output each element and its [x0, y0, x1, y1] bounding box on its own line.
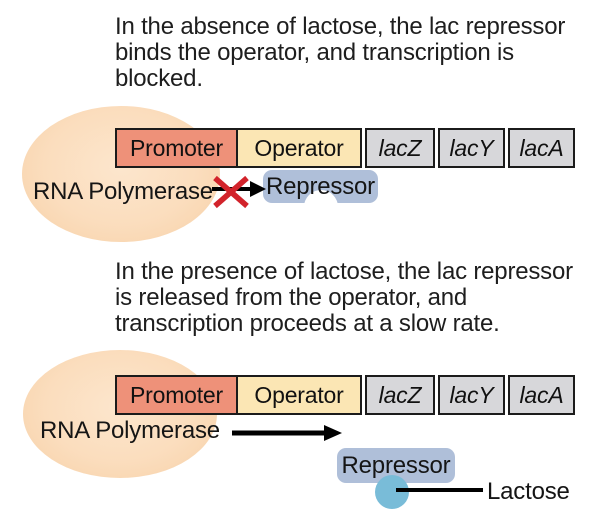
lacy-label: lacY — [449, 134, 494, 161]
caption-line: transcription proceeds at a slow rate. — [115, 310, 500, 337]
promoter-segment: Promoter — [115, 375, 238, 415]
caption-line: binds the operator, and transcription is — [115, 39, 514, 66]
repressor-bound: Repressor — [263, 170, 378, 203]
operator-label: Operator — [254, 134, 344, 161]
laca-gene-segment: lacA — [508, 375, 575, 415]
operator-label: Operator — [254, 381, 344, 408]
laca-gene-segment: lacA — [508, 128, 575, 168]
rna-polymerase-label: RNA Polymerase — [40, 417, 220, 444]
caption-presence: In the presence of lactose, the lac repr… — [115, 259, 573, 337]
rna-polymerase-blob — [22, 106, 220, 242]
lactose-pointer-line — [396, 488, 483, 492]
caption-line: In the presence of lactose, the lac repr… — [115, 258, 573, 285]
blocked-x-icon — [213, 175, 249, 209]
lacz-label: lacZ — [378, 381, 422, 408]
caption-line: blocked. — [115, 65, 203, 92]
operator-segment: Operator — [236, 128, 362, 168]
transcription-arrow-icon — [232, 425, 342, 441]
repressor-binding-notch — [303, 190, 338, 203]
rna-polymerase-label: RNA Polymerase — [33, 178, 213, 205]
lactose-label: Lactose — [487, 478, 570, 505]
caption-absence: In the absence of lactose, the lac repre… — [115, 14, 565, 92]
caption-line: is released from the operator, and — [115, 284, 468, 311]
caption-line: In the absence of lactose, the lac repre… — [115, 13, 566, 40]
laca-label: lacA — [519, 381, 564, 408]
lacy-gene-segment: lacY — [438, 128, 505, 168]
lacz-label: lacZ — [378, 134, 422, 161]
repressor-label: Repressor — [341, 451, 451, 479]
promoter-label: Promoter — [130, 134, 223, 161]
promoter-segment: Promoter — [115, 128, 238, 168]
promoter-label: Promoter — [130, 381, 223, 408]
repressor-label: Repressor — [266, 172, 375, 200]
lacz-gene-segment: lacZ — [365, 128, 435, 168]
lactose-molecule — [375, 475, 409, 509]
laca-label: lacA — [519, 134, 564, 161]
lacy-label: lacY — [449, 381, 494, 408]
lacz-gene-segment: lacZ — [365, 375, 435, 415]
lacy-gene-segment: lacY — [438, 375, 505, 415]
operator-segment: Operator — [236, 375, 362, 415]
